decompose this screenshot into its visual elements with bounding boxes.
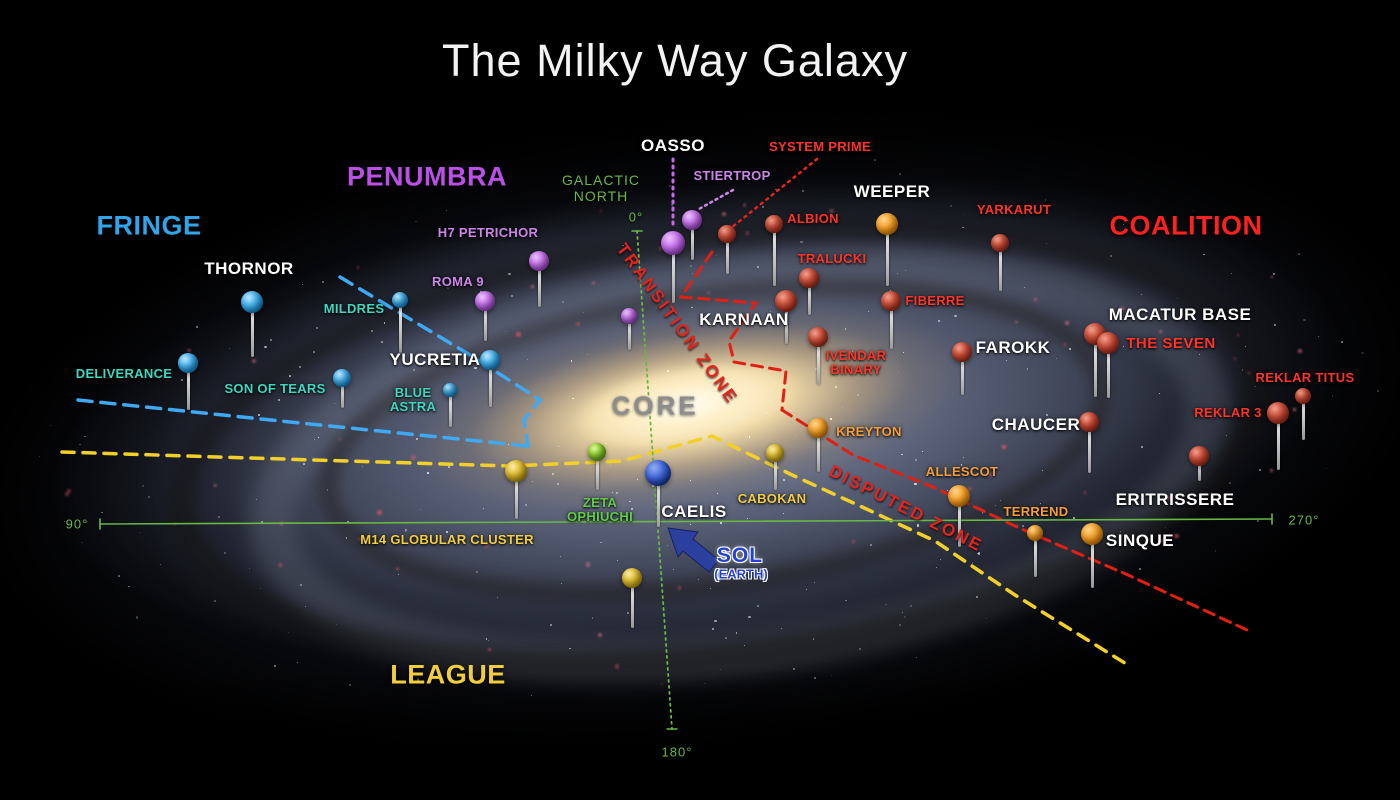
bearing-0-label: 0° [628,209,644,225]
system-pin-allescot [948,485,970,507]
system-pin-caelis [645,460,671,486]
faction-label-fringe: FRINGE [96,210,202,241]
system-pin-mildres [392,292,408,308]
leader-line-stiertrop [697,188,735,211]
pin-stick-albion [772,224,776,286]
system-pin-sinque [1081,523,1103,545]
sol-arrow [667,527,720,573]
dust-lane [142,158,1300,734]
system-pin-chaucer [1079,412,1099,432]
page-title: The Milky Way Galaxy [442,35,908,86]
system-pin-tralucki [799,268,819,288]
system-label-thornor: THORNOR [204,258,294,278]
system-pin-terrend [1027,525,1043,541]
system-label-yucretia: YUCRETIA [389,349,481,369]
system-label-albion: ALBION [787,210,839,226]
system-label-cabokan: CABOKAN [737,490,807,506]
galactic-north-label: GALACTIC NORTH [561,171,640,204]
sol-earth-sublabel: (EARTH) [714,566,768,582]
system-label-tralucki: TRALUCKI [797,250,867,266]
system-label-mildres: MILDRES [323,300,385,316]
system-pin-the-seven [1097,332,1119,354]
system-label-allescot: ALLESCOT [925,463,999,479]
system-label-terrend: TERREND [1003,503,1069,519]
faction-label-coalition: COALITION [1109,210,1263,241]
faction-label-league: LEAGUE [390,659,506,690]
border-fringe-border-west [76,398,530,448]
system-pin-reklar-titus [1295,388,1311,404]
system-label-stiertrop: STIERTROP [693,167,771,183]
system-label-yarkarut: YARKARUT [976,201,1052,217]
system-pin-league-system [622,568,642,588]
system-label-deliverance: DELIVERANCE [75,365,173,381]
system-pin-kreyton [808,418,828,438]
system-label-reklar-titus: REKLAR TITUS [1255,369,1355,385]
system-pin-karnaan [775,290,797,312]
system-pin-weeper [876,213,898,235]
system-label-the-seven: THE SEVEN [1126,334,1216,352]
system-label-roma-9: ROMA 9 [432,273,484,289]
system-pin-yarkarut [991,234,1009,252]
system-label-kreyton: KREYTON [836,423,902,439]
system-label-fiberre: FIBERRE [905,292,965,308]
system-pin-reklar-3 [1267,402,1289,424]
system-label-system-prime: SYSTEM PRIME [769,138,871,154]
dust-lane [297,230,1133,650]
system-pin-penumbra-system [621,308,637,324]
system-pin-deliverance [178,353,198,373]
system-pin-eritrissere [1189,446,1209,466]
system-label-farokk: FAROKK [975,337,1051,357]
sol-label: SOL [716,544,764,567]
system-pin-stiertrop [682,210,702,230]
system-label-karnaan: KARNAAN [699,309,789,329]
spiral-arm [220,188,1260,742]
system-label-macatur-base: MACATUR BASE [1108,304,1252,324]
system-pin-blue-astra [443,383,457,397]
system-pin-yucretia [480,350,500,370]
system-label-eritrissere: ERITRISSERE [1115,489,1235,509]
system-pin-ivendar-binary [808,327,828,347]
system-pin-h7-petrichor [529,251,549,271]
system-label-son-of-tears: SON OF TEARS [224,380,326,396]
system-pin-thornor [241,291,263,313]
system-label-reklar-3: REKLAR 3 [1194,404,1262,420]
system-pin-cabokan [766,444,784,462]
bearing-90-label: 90° [65,516,89,532]
bottom-fade [0,670,1400,800]
system-label-caelis: CAELIS [661,501,727,521]
system-pin-zeta-ophiuchi [588,443,606,461]
system-pin-albion [765,215,783,233]
bearing-270-label: 270° [1288,512,1320,528]
system-pin-system-prime [718,225,736,243]
border-disputed-border [780,408,1249,632]
system-pin-farokk [952,342,972,362]
system-label-weeper: WEEPER [853,181,931,201]
system-label-oasso: OASSO [641,135,705,155]
system-label-h7-petrichor: H7 PETRICHOR [437,224,539,240]
system-pin-oasso [661,231,685,255]
system-label-chaucer: CHAUCER [991,414,1081,434]
core-label: CORE [611,390,699,421]
system-label-sinque: SINQUE [1105,530,1175,550]
system-pin-m14-globular-cluster [505,460,527,482]
system-label-m14-globular-cluster: M14 GLOBULAR CLUSTER [360,531,534,547]
bearing-180-label: 180° [661,744,693,760]
system-pin-son-of-tears [333,369,351,387]
system-pin-fiberre [881,291,901,311]
system-pin-roma-9 [475,291,495,311]
faction-label-penumbra: PENUMBRA [346,161,508,192]
